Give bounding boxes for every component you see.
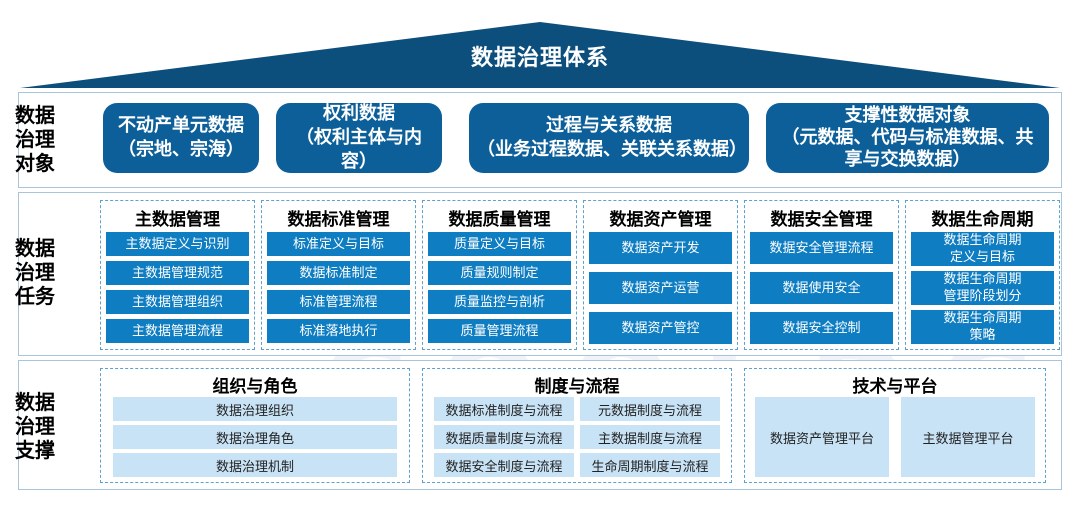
task-data-quality: 数据质量管理 质量定义与目标 质量规则制定 质量监控与剖析 质量管理流程 (422, 200, 577, 350)
task-item: 数据生命周期 策略 (911, 310, 1054, 344)
task-item: 质量管理流程 (428, 319, 571, 343)
support-item: 数据安全制度与流程 (434, 453, 574, 477)
support-item: 元数据制度与流程 (580, 397, 720, 421)
task-item: 质量监控与剖析 (428, 290, 571, 314)
task-item: 数据安全控制 (750, 312, 893, 344)
task-item: 数据生命周期 定义与目标 (911, 232, 1054, 266)
task-title: 数据标准管理 (287, 210, 390, 230)
task-title: 数据质量管理 (448, 210, 551, 230)
task-item: 主数据管理组织 (106, 290, 249, 314)
task-item: 数据生命周期 管理阶段划分 (911, 271, 1054, 305)
task-title: 数据安全管理 (770, 210, 873, 230)
task-item: 数据资产管控 (589, 312, 732, 344)
task-item: 数据使用安全 (750, 272, 893, 304)
support-policy-process: 制度与流程 数据标准制度与流程 元数据制度与流程 数据质量制度与流程 主数据制度… (422, 368, 732, 483)
support-tech-platform: 技术与平台 数据资产管理平台 主数据管理平台 (744, 368, 1046, 483)
task-title: 数据生命周期 (931, 210, 1034, 230)
task-item: 标准落地执行 (267, 319, 410, 343)
task-item: 主数据定义与识别 (106, 232, 249, 256)
tasks-label: 数据 治理 任务 (15, 236, 55, 308)
task-title: 主数据管理 (135, 210, 220, 230)
objects-label: 数据 治理 对象 (15, 103, 55, 175)
support-item: 数据资产管理平台 (755, 397, 889, 477)
task-item: 数据资产开发 (589, 232, 732, 264)
task-title: 数据资产管理 (609, 210, 712, 230)
task-data-security: 数据安全管理 数据安全管理流程 数据使用安全 数据安全控制 (744, 200, 899, 350)
support-item: 数据治理组织 (113, 397, 397, 421)
support-item: 数据治理角色 (113, 425, 397, 449)
task-item: 数据安全管理流程 (750, 232, 893, 264)
support-item: 主数据管理平台 (901, 397, 1035, 477)
task-item: 标准管理流程 (267, 290, 410, 314)
system-title: 数据治理体系 (470, 46, 609, 71)
task-item: 标准定义与目标 (267, 232, 410, 256)
task-item: 数据标准制定 (267, 261, 410, 285)
task-item: 主数据管理规范 (106, 261, 249, 285)
support-item: 数据治理机制 (113, 453, 397, 477)
object-process-relation: 过程与关系数据 （业务过程数据、关联关系数据） (469, 103, 749, 173)
task-item: 质量定义与目标 (428, 232, 571, 256)
object-realestate-unit: 不动产单元数据 （宗地、宗海） (103, 103, 259, 173)
task-data-lifecycle: 数据生命周期 数据生命周期 定义与目标 数据生命周期 管理阶段划分 数据生命周期… (905, 200, 1060, 350)
task-item: 数据资产运营 (589, 272, 732, 304)
object-supporting-data: 支撑性数据对象 （元数据、代码与标准数据、共 享与交换数据） (766, 103, 1049, 173)
support-item: 生命周期制度与流程 (580, 453, 720, 477)
task-data-standards: 数据标准管理 标准定义与目标 数据标准制定 标准管理流程 标准落地执行 (261, 200, 416, 350)
task-data-assets: 数据资产管理 数据资产开发 数据资产运营 数据资产管控 (583, 200, 738, 350)
support-item: 数据质量制度与流程 (434, 425, 574, 449)
roof-banner (20, 22, 1060, 88)
support-label: 数据 治理 支撑 (15, 390, 55, 462)
object-rights-data: 权利数据 （权利主体与内容） (276, 103, 442, 173)
support-title: 技术与平台 (852, 377, 938, 397)
support-item: 数据标准制度与流程 (434, 397, 574, 421)
support-item: 主数据制度与流程 (580, 425, 720, 449)
task-master-data: 主数据管理 主数据定义与识别 主数据管理规范 主数据管理组织 主数据管理流程 (100, 200, 255, 350)
support-title: 制度与流程 (534, 377, 620, 397)
support-title: 组织与角色 (212, 377, 298, 397)
task-item: 质量规则制定 (428, 261, 571, 285)
task-item: 主数据管理流程 (106, 319, 249, 343)
support-org-roles: 组织与角色 数据治理组织 数据治理角色 数据治理机制 (100, 368, 410, 483)
